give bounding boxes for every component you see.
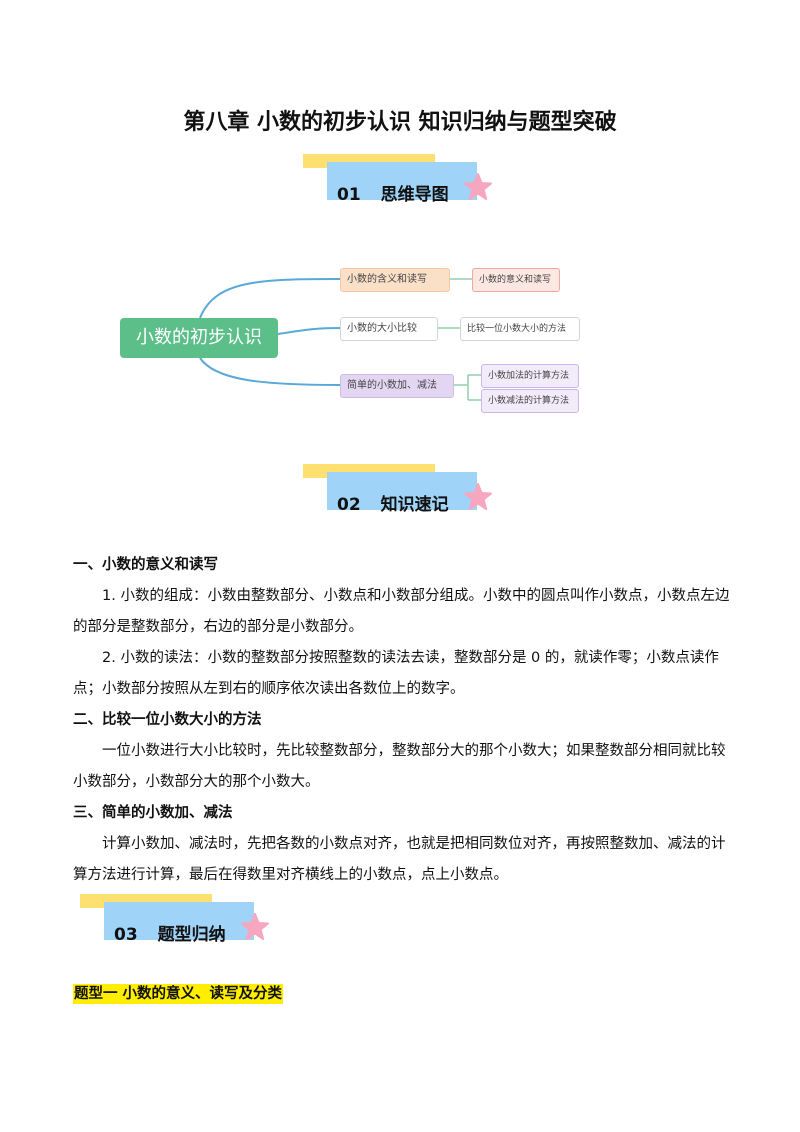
mindmap-branch-3: 简单的小数加、减法 [340,374,454,398]
star-icon [464,483,492,510]
notes-body: 一、小数的意义和读写 1. 小数的组成：小数由整数部分、小数点和小数部分组成。小… [73,550,733,891]
section-title: 思维导图 [380,185,449,205]
mindmap-leaf-3: 小数加法的计算方法 [481,364,579,388]
mindmap-leaf-4: 小数减法的计算方法 [481,389,579,413]
star-icon [464,173,492,200]
section-title: 知识速记 [380,495,449,515]
banner-blue-box [327,472,477,510]
section-label: 03 题型归纳 [114,920,226,945]
paragraph-3: 一位小数进行大小比较时，先比较整数部分，整数部分大的那个小数大；如果整数部分相同… [73,743,726,790]
mindmap-leaf-2: 比较一位小数大小的方法 [460,317,580,341]
section-banner-01: 01 思维导图 [303,154,503,214]
paragraph-2: 2. 小数的读法：小数的整数部分按照整数的读法去读，整数部分是 0 的，就读作零… [73,650,719,697]
section-number: 02 [337,495,361,515]
section-banner-02: 02 知识速记 [303,464,503,524]
section-number: 01 [337,185,361,205]
section-label: 02 知识速记 [337,490,449,515]
paragraph-1: 1. 小数的组成：小数由整数部分、小数点和小数部分组成。小数中的圆点叫作小数点，… [73,588,730,635]
heading-1: 一、小数的意义和读写 [73,557,218,573]
section-title: 题型归纳 [157,925,226,945]
heading-2: 二、比较一位小数大小的方法 [73,712,262,728]
section-label: 01 思维导图 [337,180,449,205]
section-number: 03 [114,925,138,945]
page-title: 第八章 小数的初步认识 知识归纳与题型突破 [183,110,617,135]
mindmap-connectors [199,278,481,401]
paragraph-4: 计算小数加、减法时，先把各数的小数点对齐，也就是把相同数位对齐，再按照整数加、减… [73,836,726,883]
mindmap-leaf-1: 小数的意义和读写 [472,268,560,292]
heading-3: 三、简单的小数加、减法 [73,805,233,821]
section-banner-03: 03 题型归纳 [80,894,280,954]
mindmap-branch-2: 小数的大小比较 [340,317,438,341]
mindmap-root: 小数的初步认识 [120,318,278,358]
banner-blue-box [104,902,254,940]
mindmap-branch-1: 小数的含义和读写 [340,268,450,292]
banner-blue-box [327,162,477,200]
question-type-heading: 题型一 小数的意义、读写及分类 [73,984,284,1004]
star-icon [241,913,269,940]
